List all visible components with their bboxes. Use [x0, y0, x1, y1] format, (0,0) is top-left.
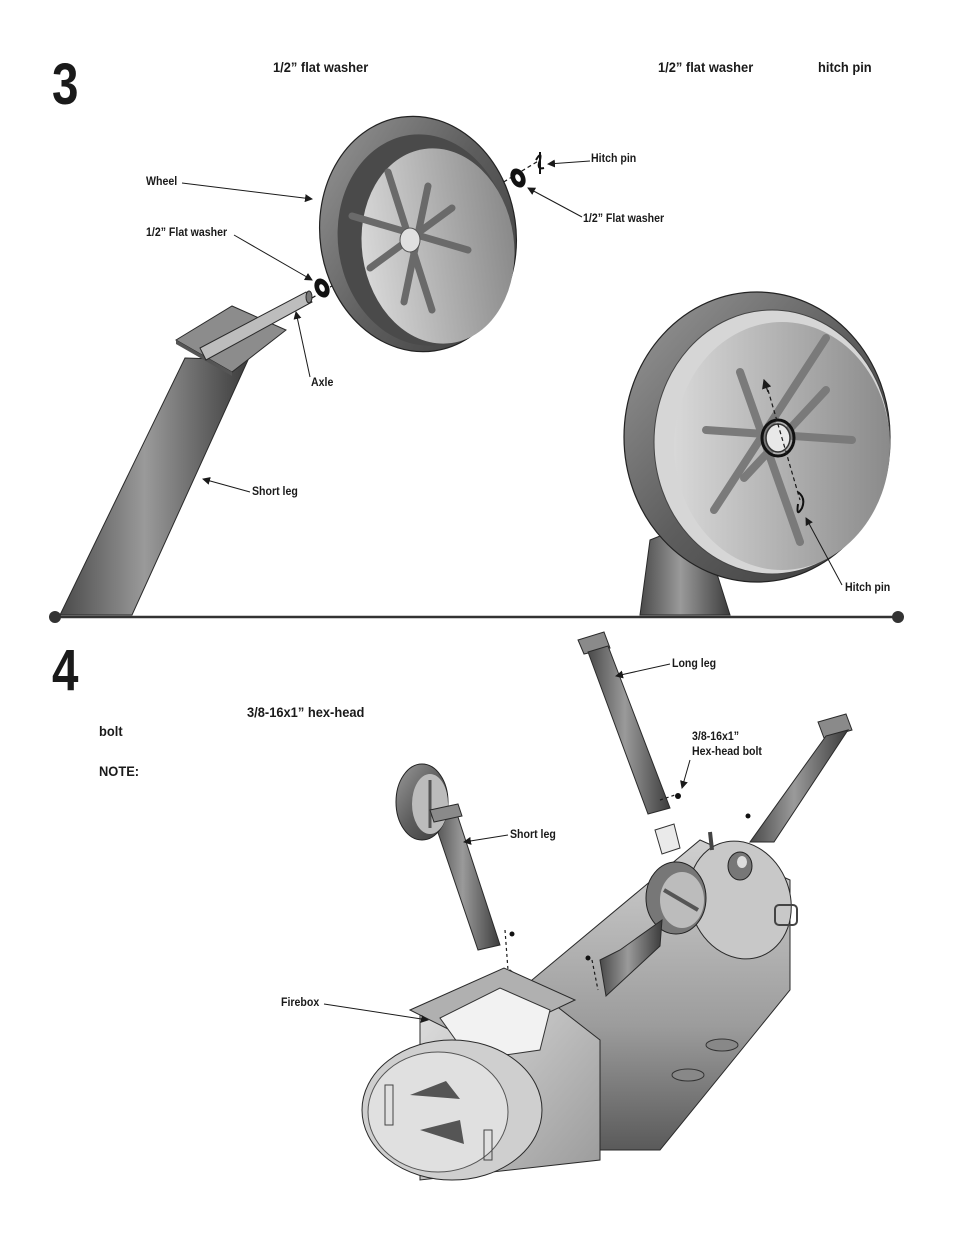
small-wheel-drawing [645, 861, 707, 935]
callout-hitch-pin-detail: Hitch pin [845, 582, 891, 594]
step3-text-flat-washer: 1/2” flat washer [273, 59, 369, 75]
long-leg-right-drawing [727, 713, 853, 881]
callout-flat-washer-left: 1/2” Flat washer [146, 227, 228, 239]
wheel-drawing [318, 115, 518, 353]
step3-text-hitch-pin: hitch pin [818, 59, 872, 75]
step-divider [49, 611, 904, 623]
callout-hitch-pin: Hitch pin [591, 153, 637, 165]
callout-hex-bolt-name: Hex-head bolt [692, 746, 762, 758]
step3-illustration [59, 115, 891, 616]
long-leg-drawing [577, 631, 714, 855]
callout-short-leg-step4: Short leg [510, 829, 556, 841]
short-leg-with-wheel-drawing [395, 763, 515, 971]
callout-short-leg: Short leg [252, 486, 298, 498]
step-number-4: 4 [52, 638, 79, 703]
step-number-3: 3 [52, 52, 79, 117]
step4-illustration [323, 631, 853, 1181]
front-leg-drawing [585, 918, 663, 997]
callout-firebox: Firebox [281, 997, 320, 1009]
step4-text-note: NOTE: [99, 763, 140, 779]
step4-text-bolt-spec: 3/8-16x1” hex-head [247, 704, 365, 720]
step4-text-bolt: bolt [99, 723, 123, 739]
callout-long-leg: Long leg [672, 658, 717, 670]
step3-text-flat-washer-2: 1/2” flat washer [658, 59, 754, 75]
callout-wheel: Wheel [146, 176, 178, 188]
short-leg-drawing [59, 305, 287, 616]
axle-drawing [199, 290, 313, 361]
wheel-detail-drawing [623, 291, 891, 616]
callout-axle: Axle [311, 377, 334, 389]
callout-hex-bolt-size: 3/8-16x1” [692, 731, 740, 743]
firebox-drawing [361, 967, 601, 1181]
callout-flat-washer-right: 1/2” Flat washer [583, 213, 665, 225]
